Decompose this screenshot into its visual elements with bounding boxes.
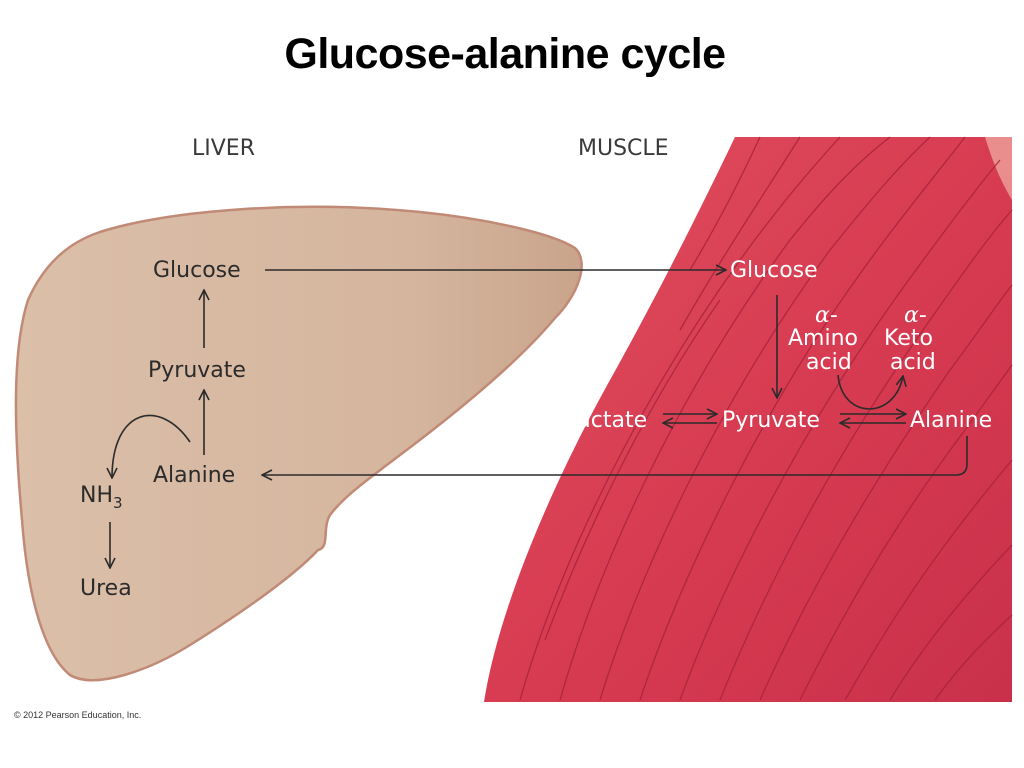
amino-acid-label: acid bbox=[806, 350, 852, 375]
muscle-alanine-label: Alanine bbox=[910, 408, 992, 433]
muscle-arrows bbox=[262, 295, 968, 475]
liver-pyruvate-label: Pyruvate bbox=[148, 358, 246, 383]
dash-1: - bbox=[830, 303, 838, 328]
alpha-symbol-1: α bbox=[815, 303, 830, 328]
liver-heading: LIVER bbox=[192, 136, 255, 161]
muscle-illustration bbox=[484, 136, 1013, 702]
copyright-notice: © 2012 Pearson Education, Inc. bbox=[14, 710, 142, 720]
dash-2: - bbox=[919, 303, 927, 328]
liver-glucose-label: Glucose bbox=[153, 258, 241, 283]
muscle-heading: MUSCLE bbox=[578, 136, 669, 161]
nh3-label: NH3 bbox=[80, 483, 123, 512]
keto-label: Keto bbox=[884, 326, 933, 351]
nh3-main: NH bbox=[80, 483, 113, 508]
keto-acid-label: acid bbox=[890, 350, 936, 375]
arrow-alanine-muscle-to-liver bbox=[262, 436, 968, 475]
alpha-keto-prefix: α- bbox=[904, 303, 927, 328]
urea-label: Urea bbox=[80, 576, 132, 601]
lactate-label: Lactate bbox=[565, 408, 647, 433]
nh3-subscript: 3 bbox=[113, 494, 123, 512]
arrow-alanine-to-nh3 bbox=[112, 414, 191, 478]
muscle-fibers bbox=[519, 136, 1013, 701]
muscle-highlight bbox=[985, 137, 1012, 200]
liver-illustration bbox=[14, 205, 583, 682]
liver-alanine-label: Alanine bbox=[153, 463, 235, 488]
slide-title: Glucose-alanine cycle bbox=[284, 30, 726, 78]
liver-arrows bbox=[110, 270, 726, 568]
muscle-pyruvate-label: Pyruvate bbox=[722, 408, 820, 433]
muscle-shape bbox=[484, 137, 1012, 702]
alpha-amino-prefix: α- bbox=[815, 303, 838, 328]
liver-shape bbox=[14, 205, 583, 682]
arrow-amino-to-keto-acid bbox=[837, 375, 903, 410]
amino-label: Amino bbox=[788, 326, 858, 351]
muscle-glucose-label: Glucose bbox=[730, 258, 818, 283]
alpha-symbol-2: α bbox=[904, 303, 919, 328]
